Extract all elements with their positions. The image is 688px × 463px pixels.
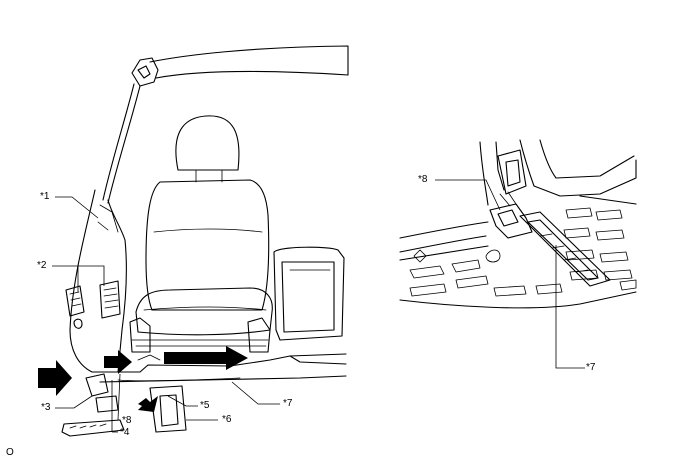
seat-belt-webbing	[102, 83, 141, 204]
seat-frame	[129, 317, 271, 353]
floor-bracket	[149, 385, 187, 433]
b-pillar-trim	[69, 189, 127, 373]
upper-belt-anchor	[131, 57, 159, 87]
callout-4: *4	[120, 427, 130, 438]
pillar-detail	[479, 139, 637, 206]
seat-rail	[519, 211, 611, 287]
callout-5: *5	[200, 400, 210, 411]
figure-code: O	[6, 447, 14, 458]
vehicle-cabin-left-view	[38, 45, 349, 437]
seat-headrest	[175, 115, 240, 171]
direction-arrow-forward	[164, 346, 248, 370]
floor-rail-detail-view	[399, 139, 637, 369]
roof-rail	[149, 45, 349, 79]
callout-2: *2	[37, 260, 47, 271]
callout-8-left: *8	[122, 415, 132, 426]
seat-back	[145, 179, 270, 311]
callout-1: *1	[40, 191, 50, 202]
callout-6: *6	[222, 414, 232, 425]
callout-3: *3	[41, 402, 51, 413]
callout-7-left: *7	[283, 398, 293, 409]
lower-anchor	[85, 373, 119, 413]
direction-arrow-down	[138, 396, 158, 412]
floor-outline	[399, 195, 637, 309]
door-sill-piece	[61, 419, 125, 437]
direction-arrow-small	[104, 350, 132, 374]
callout-8-right: *8	[418, 174, 428, 185]
floor-ribs	[409, 207, 637, 297]
direction-arrow-side	[38, 360, 72, 396]
seat-cushion	[135, 287, 273, 336]
callout-7-right: *7	[586, 362, 596, 373]
console-box	[273, 246, 345, 341]
retractor-assembly	[65, 280, 121, 329]
